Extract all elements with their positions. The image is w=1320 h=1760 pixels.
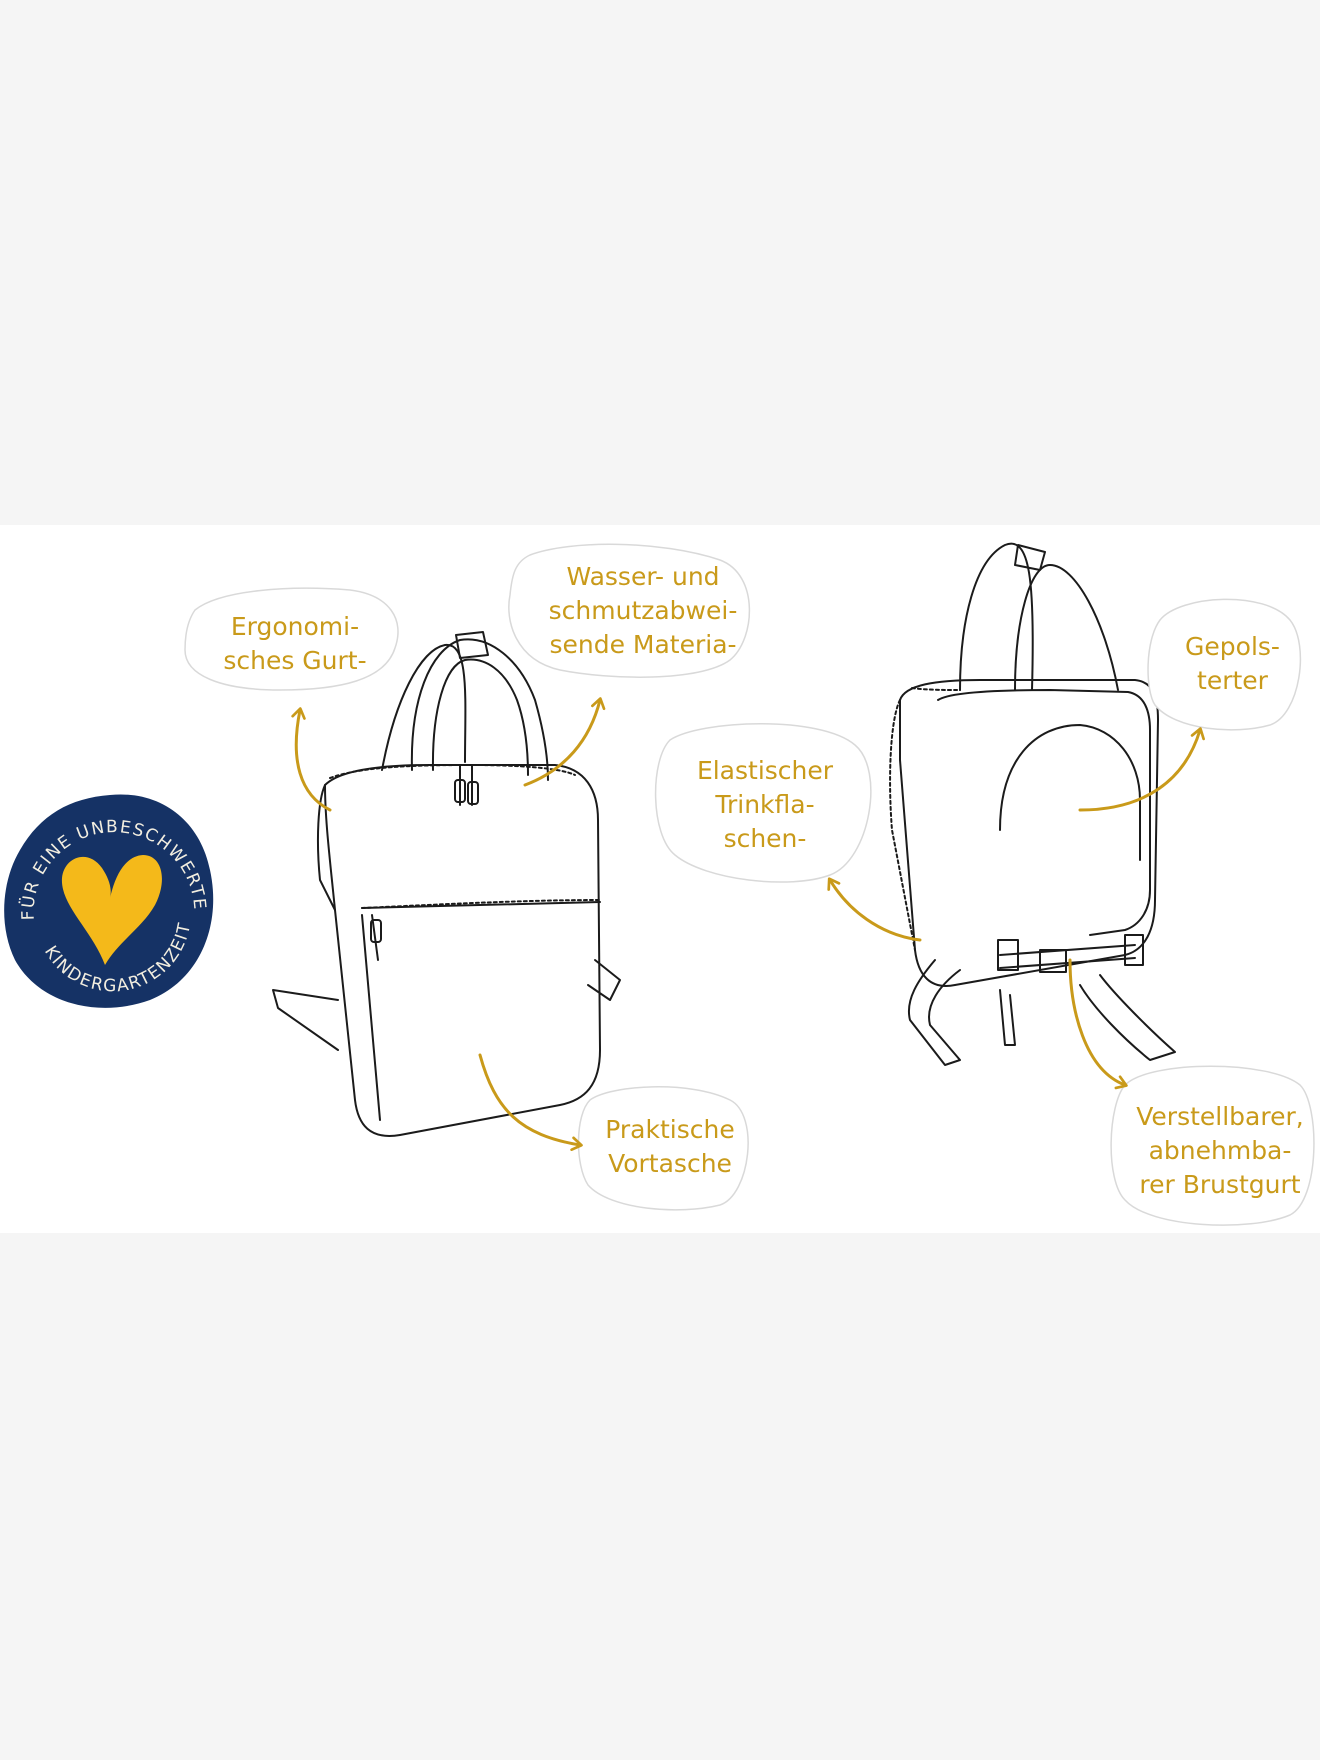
arrow-bottle: [827, 877, 922, 942]
bubble-water: [508, 543, 751, 678]
arrow-ergonomic: [291, 707, 332, 812]
label-pocket: Praktische Vortasche: [605, 1115, 735, 1178]
label-padded: Gepols- terter: [1185, 632, 1280, 695]
backpack-back-illustration: [889, 542, 1176, 1066]
bubble-pocket: [577, 1086, 749, 1211]
heart-icon: [61, 855, 162, 965]
label-bubbles: [184, 543, 1315, 1226]
backpack-front-illustration: [272, 631, 621, 1137]
arrow-chest: [1068, 958, 1128, 1090]
feature-arrows: [291, 697, 1205, 1152]
label-water: Wasser- und schmutzabwei- sende Materia-: [548, 562, 738, 659]
bubble-padded: [1147, 598, 1302, 731]
label-chest: Verstellbarer, abnehmba- rer Brustgurt: [1136, 1102, 1304, 1199]
label-ergonomic: Ergonomi- sches Gurt-: [223, 612, 367, 675]
label-bottle: Elastischer Trinkfla- schen-: [696, 756, 834, 853]
arrow-padded: [1078, 727, 1205, 812]
arrow-water: [523, 697, 606, 787]
bubble-chest: [1110, 1065, 1315, 1226]
bubble-ergonomic: [184, 587, 399, 691]
arrow-pocket: [478, 1053, 583, 1152]
seal-badge: FÜR EINE UNBESCHWERTE KINDERGARTENZEIT: [4, 794, 214, 1008]
bubble-bottle: [654, 723, 872, 883]
